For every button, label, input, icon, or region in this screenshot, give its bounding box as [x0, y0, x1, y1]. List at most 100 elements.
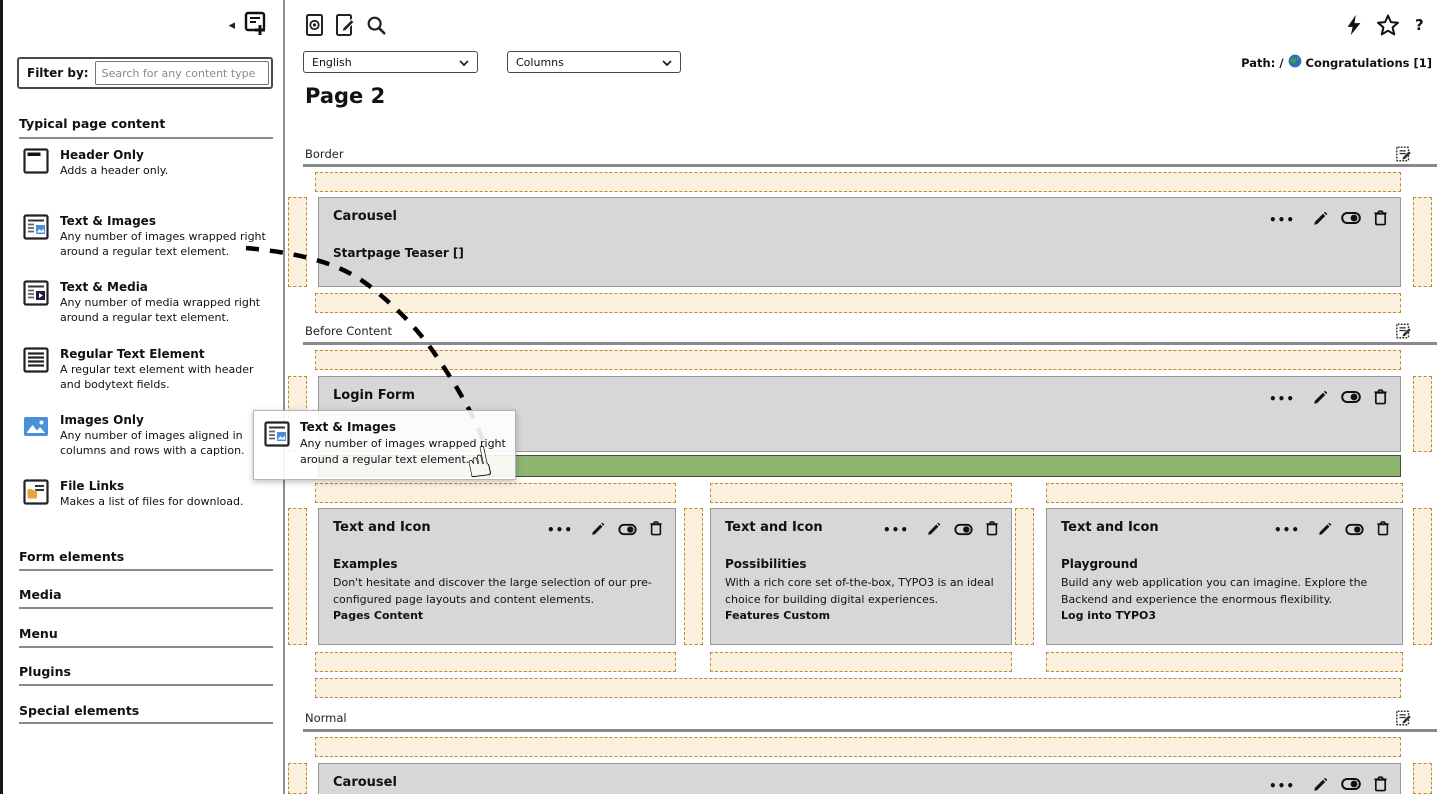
group-typical-page-content[interactable]: Typical page content — [19, 116, 166, 131]
drag-ghost-text-images: Text & Images Any number of images wrapp… — [253, 410, 516, 480]
dropzone-strip[interactable] — [1413, 763, 1432, 794]
ce-item-regular-text[interactable]: Regular Text Element A regular text elem… — [23, 347, 271, 392]
edit-icon[interactable] — [1313, 210, 1329, 230]
layout-mode-select[interactable]: Columns — [507, 51, 681, 73]
ce-item-desc: Any number of images wrapped right aroun… — [60, 230, 266, 258]
edit-page-icon[interactable] — [333, 13, 357, 37]
clear-cache-bolt-icon[interactable] — [1343, 13, 1367, 37]
delete-icon[interactable] — [1373, 209, 1388, 230]
dropzone-strip[interactable] — [315, 172, 1401, 192]
more-actions-icon[interactable]: ••• — [1268, 212, 1295, 227]
ce-item-text: Regular Text Element A regular text elem… — [60, 347, 271, 392]
search-icon[interactable] — [365, 14, 389, 38]
edit-icon[interactable] — [591, 521, 606, 540]
delete-icon[interactable] — [1376, 520, 1390, 540]
ce-item-desc: A regular text element with header and b… — [60, 363, 254, 391]
content-card-text-icon-possibilities[interactable]: Text and Icon ••• Possibilities With a r… — [710, 508, 1012, 645]
more-actions-icon[interactable]: ••• — [882, 523, 909, 537]
ce-item-header-only[interactable]: Header Only Adds a header only. — [23, 148, 271, 178]
card-title: Text and Icon — [1061, 520, 1159, 535]
dropzone-strip[interactable] — [315, 293, 1401, 313]
delete-icon[interactable] — [1373, 775, 1388, 794]
card-body-text: Build any web application you can imagin… — [1061, 576, 1368, 606]
section-label-normal: Normal — [305, 711, 347, 725]
visibility-toggle-icon[interactable] — [1341, 776, 1361, 794]
dropzone-strip[interactable] — [288, 763, 307, 794]
edit-column-icon[interactable] — [1395, 322, 1413, 340]
dropzone-strip[interactable] — [710, 652, 1012, 672]
group-media[interactable]: Media — [19, 587, 62, 602]
edit-icon[interactable] — [1318, 521, 1333, 540]
dropzone-strip[interactable] — [1015, 508, 1034, 645]
delete-icon[interactable] — [649, 520, 663, 540]
edit-column-icon[interactable] — [1395, 145, 1413, 163]
drag-ghost-title: Text & Images — [300, 420, 396, 434]
dropzone-strip[interactable] — [315, 737, 1401, 757]
dropzone-strip[interactable] — [288, 508, 307, 645]
text-media-icon — [23, 280, 49, 306]
dropzone-strip[interactable] — [1046, 483, 1403, 503]
group-divider — [19, 607, 273, 609]
edit-column-icon[interactable] — [1395, 709, 1413, 727]
help-icon[interactable]: ? — [1415, 16, 1424, 34]
dropzone-strip[interactable] — [315, 483, 676, 503]
dropzone-strip[interactable] — [1413, 376, 1432, 452]
delete-icon[interactable] — [985, 520, 999, 540]
more-actions-icon[interactable]: ••• — [1268, 778, 1295, 793]
content-element-sidebar: ◂ Filter by: Typical page content Header… — [3, 0, 285, 794]
dropzone-strip[interactable] — [1046, 652, 1403, 672]
language-select[interactable]: English — [303, 51, 478, 73]
ce-item-title: Text & Media — [60, 280, 148, 294]
chevron-down-icon — [662, 56, 672, 69]
left-edge-bar — [0, 0, 3, 794]
dropzone-strip[interactable] — [315, 350, 1401, 370]
more-actions-icon[interactable]: ••• — [1268, 391, 1295, 406]
ce-item-title: Header Only — [60, 148, 144, 162]
collapse-sidebar-button[interactable]: ◂ — [228, 17, 235, 33]
dropzone-strip[interactable] — [315, 678, 1401, 698]
dropzone-strip[interactable] — [684, 508, 703, 645]
more-actions-icon[interactable]: ••• — [1273, 523, 1300, 537]
ce-item-text: File Links Makes a list of files for dow… — [60, 479, 243, 509]
group-form-elements[interactable]: Form elements — [19, 549, 125, 564]
ce-item-text-media[interactable]: Text & Media Any number of media wrapped… — [23, 280, 271, 325]
visibility-toggle-icon[interactable] — [618, 521, 637, 540]
dropzone-strip[interactable] — [288, 197, 307, 287]
dropzone-strip[interactable] — [710, 483, 1012, 503]
view-webpage-icon[interactable] — [303, 13, 327, 37]
content-type-search-input[interactable] — [94, 61, 269, 85]
visibility-toggle-icon[interactable] — [1341, 210, 1361, 229]
section-label-before-content: Before Content — [305, 324, 392, 338]
sidebar-top-actions: ◂ — [228, 10, 269, 40]
visibility-toggle-icon[interactable] — [1345, 521, 1364, 540]
edit-icon[interactable] — [1313, 389, 1329, 409]
content-card-carousel-normal[interactable]: Carousel ••• — [318, 763, 1401, 794]
ce-item-images-only[interactable]: Images Only Any number of images aligned… — [23, 413, 271, 458]
visibility-toggle-icon[interactable] — [954, 521, 973, 540]
group-special-elements[interactable]: Special elements — [19, 703, 140, 718]
more-actions-icon[interactable]: ••• — [546, 523, 573, 537]
dropzone-strip[interactable] — [1413, 508, 1432, 645]
visibility-toggle-icon[interactable] — [1341, 389, 1361, 408]
bookmark-star-icon[interactable] — [1376, 13, 1400, 37]
ce-item-text: Text & Images Any number of images wrapp… — [60, 214, 271, 259]
section-divider — [303, 164, 1437, 167]
ce-item-text-images[interactable]: Text & Images Any number of images wrapp… — [23, 214, 271, 259]
new-content-wizard-icon[interactable] — [243, 10, 269, 40]
ce-item-desc: Any number of images aligned in columns … — [60, 429, 245, 457]
group-menu[interactable]: Menu — [19, 626, 58, 641]
content-card-text-icon-playground[interactable]: Text and Icon ••• Playground Build any w… — [1046, 508, 1403, 645]
dropzone-strip[interactable] — [1413, 197, 1432, 287]
dropzone-strip[interactable] — [315, 652, 676, 672]
edit-icon[interactable] — [1313, 776, 1329, 794]
ce-item-file-links[interactable]: File Links Makes a list of files for dow… — [23, 479, 271, 509]
group-divider — [19, 722, 273, 724]
edit-icon[interactable] — [927, 521, 942, 540]
group-plugins[interactable]: Plugins — [19, 664, 71, 679]
content-card-text-icon-examples[interactable]: Text and Icon ••• Examples Don't hesitat… — [318, 508, 676, 645]
delete-icon[interactable] — [1373, 388, 1388, 409]
path-page-link[interactable]: Congratulations [1] — [1305, 55, 1432, 70]
content-card-carousel-border[interactable]: Carousel Startpage Teaser [] ••• — [318, 197, 1401, 287]
card-heading: Possibilities — [725, 557, 807, 571]
